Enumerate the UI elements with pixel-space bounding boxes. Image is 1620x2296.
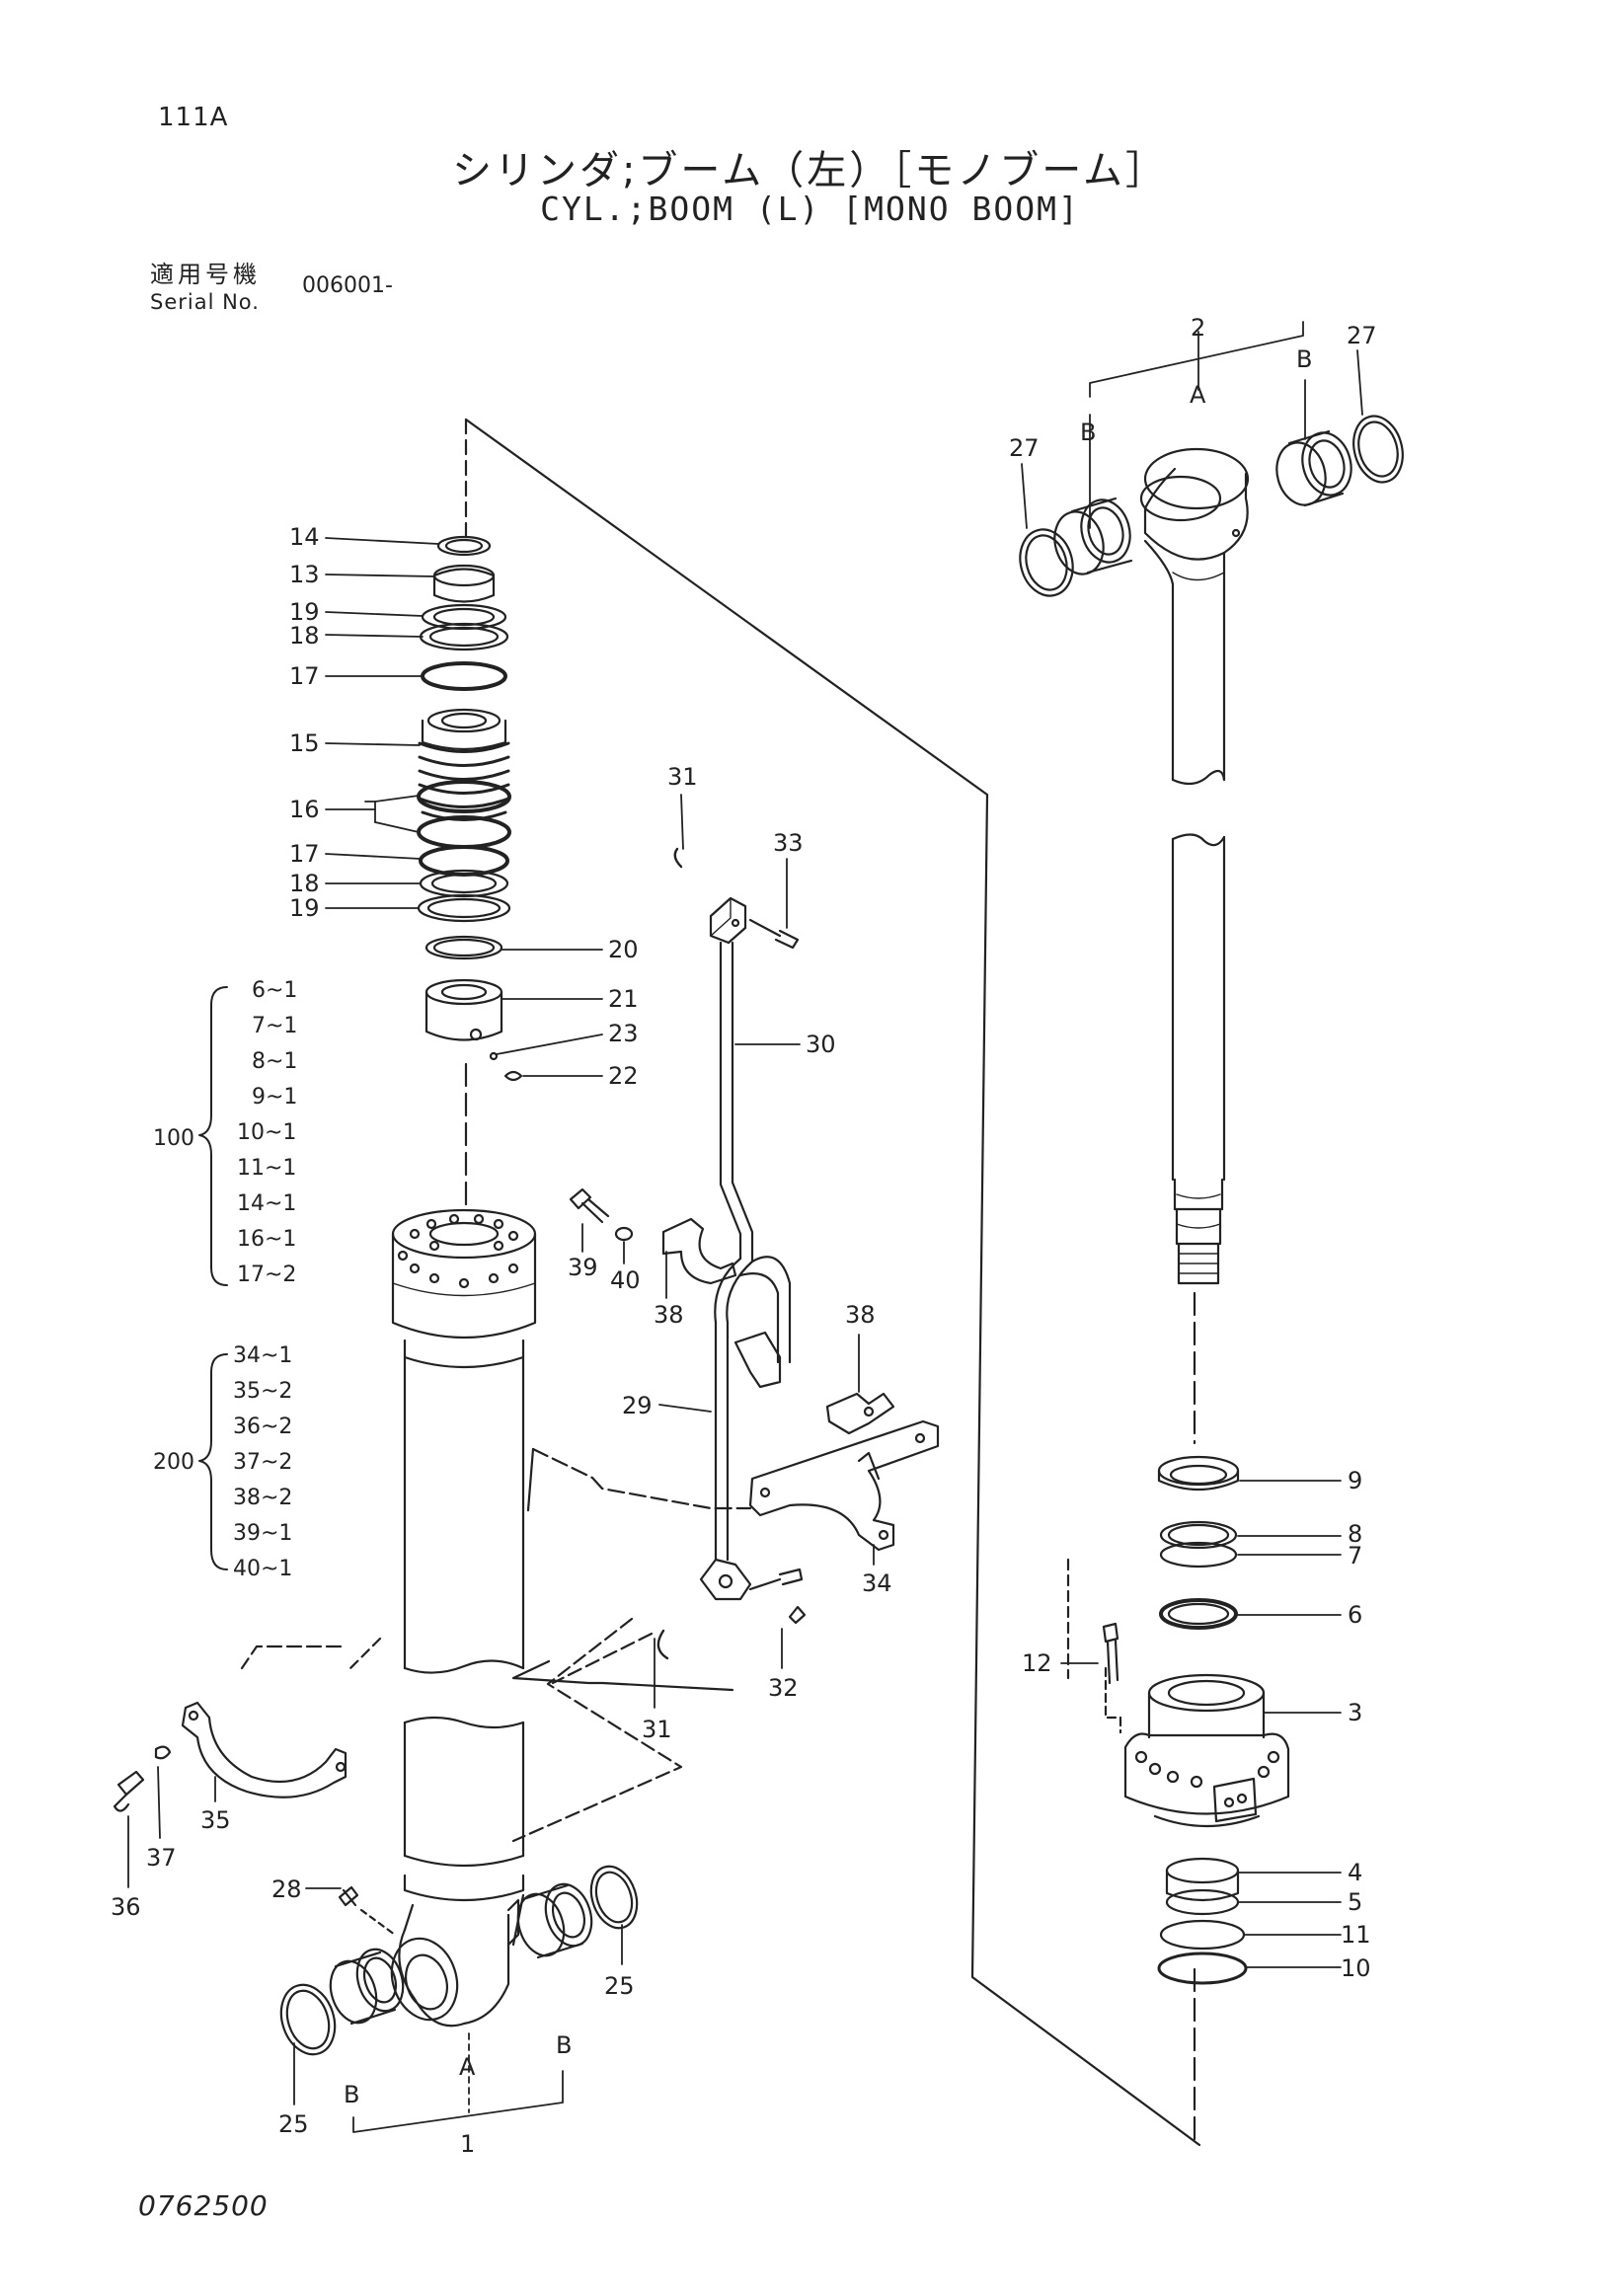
- letter-b-right2: B: [1296, 345, 1312, 373]
- kit-200-item: 38~2: [233, 1486, 292, 1510]
- callout-8: 8: [1348, 1520, 1362, 1548]
- title-english: CYL.;BOOM (L) [MONO BOOM]: [540, 190, 1080, 228]
- kit-100-item: 6~1: [252, 978, 297, 1003]
- callout-13: 13: [289, 561, 320, 588]
- piston-rod: [1019, 415, 1404, 1285]
- guide-lines: [240, 418, 1201, 2147]
- kit-100-item: 16~1: [237, 1227, 296, 1252]
- left-pin-bushings: [279, 1865, 639, 2056]
- kit-100-item: 10~1: [237, 1120, 296, 1145]
- callout-31: 31: [667, 763, 698, 791]
- callout-37: 37: [146, 1844, 177, 1872]
- kit-200-item: 37~2: [233, 1450, 292, 1475]
- callout-40: 40: [610, 1266, 641, 1294]
- callout-14: 14: [289, 523, 320, 551]
- kit-200-item: 40~1: [233, 1557, 292, 1581]
- callout-22: 22: [608, 1062, 639, 1090]
- letter-b-right1: B: [1080, 419, 1096, 446]
- cylinder-tube: [390, 1208, 537, 2028]
- kit-100-item: 11~1: [237, 1156, 296, 1181]
- callout-28: 28: [271, 1875, 302, 1903]
- kit-100-item: 8~1: [252, 1049, 297, 1074]
- clamp-35: [113, 1701, 347, 1812]
- serial-label-english: Serial No.: [150, 290, 260, 314]
- callout-4: 4: [1348, 1859, 1362, 1886]
- callout-7: 7: [1348, 1542, 1362, 1569]
- title-japanese: シリンダ;ブーム（左）［モノブーム］: [451, 148, 1169, 193]
- callout-25a: 25: [278, 2110, 309, 2138]
- letter-a-right: A: [1190, 381, 1206, 409]
- callout-17b: 17: [289, 840, 320, 868]
- kit-200-item: 35~2: [233, 1379, 292, 1404]
- callout-17: 17: [289, 662, 320, 690]
- letter-labels: A B B A B B: [344, 345, 1312, 2108]
- callout-10: 10: [1341, 1954, 1371, 1982]
- page-code: 111A: [158, 103, 229, 132]
- leader-lines: [127, 321, 1363, 2133]
- seal-stack: [417, 535, 523, 1082]
- callout-12: 12: [1022, 1649, 1052, 1677]
- callout-32: 32: [768, 1674, 799, 1702]
- kit-100-item: 9~1: [252, 1085, 297, 1110]
- kit-100-list: 100 6~1 7~1 8~1 9~1 10~1 11~1 14~1 16~1 …: [153, 978, 297, 1287]
- kit-100-label: 100: [153, 1126, 194, 1151]
- pipe-assembly: [569, 847, 940, 1660]
- callout-27a: 27: [1347, 322, 1377, 349]
- kit-200-item: 36~2: [233, 1415, 292, 1439]
- callout-30: 30: [806, 1031, 836, 1058]
- kit-200-list: 200 34~1 35~2 36~2 37~2 38~2 39~1 40~1: [153, 1343, 292, 1581]
- callout-20: 20: [608, 936, 639, 963]
- callout-27b: 27: [1009, 434, 1040, 462]
- callout-5: 5: [1348, 1888, 1362, 1916]
- callout-19b: 19: [289, 894, 320, 922]
- callout-16: 16: [289, 796, 320, 823]
- callout-1: 1: [460, 2130, 475, 2158]
- callout-23: 23: [608, 1020, 639, 1047]
- callout-19: 19: [289, 598, 320, 626]
- letter-b-left1: B: [344, 2081, 359, 2108]
- callout-numbers: 14 13 19 18 17 15 16 17 18 19 20 21 23 2…: [111, 314, 1377, 2158]
- callout-38a: 38: [654, 1301, 684, 1329]
- callout-3: 3: [1348, 1699, 1362, 1726]
- callout-31b: 31: [642, 1716, 672, 1743]
- kit-100-item: 17~2: [237, 1263, 296, 1287]
- kit-100-item: 7~1: [252, 1014, 297, 1038]
- letter-a-left: A: [459, 2053, 476, 2081]
- callout-29: 29: [622, 1392, 653, 1419]
- serial-label-japanese: 適用号機: [150, 261, 261, 288]
- callout-6: 6: [1348, 1601, 1362, 1629]
- serial-number-value: 006001-: [302, 273, 393, 298]
- kit-100-item: 14~1: [237, 1191, 296, 1216]
- callout-18: 18: [289, 622, 320, 650]
- callout-38b: 38: [845, 1301, 876, 1329]
- callout-15: 15: [289, 729, 320, 757]
- callout-39: 39: [568, 1254, 598, 1281]
- callout-35: 35: [200, 1806, 231, 1834]
- kit-braces: [198, 986, 228, 1570]
- kit-200-item: 34~1: [233, 1343, 292, 1368]
- callout-18b: 18: [289, 870, 320, 897]
- callout-33: 33: [773, 829, 804, 857]
- callout-2: 2: [1191, 314, 1205, 342]
- callout-11: 11: [1341, 1921, 1371, 1949]
- document-number: 0762500: [138, 2189, 269, 2222]
- callout-25b: 25: [604, 1972, 635, 2000]
- callout-21: 21: [608, 985, 639, 1013]
- letter-b-left2: B: [556, 2031, 572, 2059]
- kit-200-label: 200: [153, 1450, 194, 1475]
- callout-9: 9: [1348, 1467, 1362, 1494]
- kit-200-item: 39~1: [233, 1521, 292, 1546]
- callout-36: 36: [111, 1893, 141, 1921]
- callout-34: 34: [862, 1569, 892, 1597]
